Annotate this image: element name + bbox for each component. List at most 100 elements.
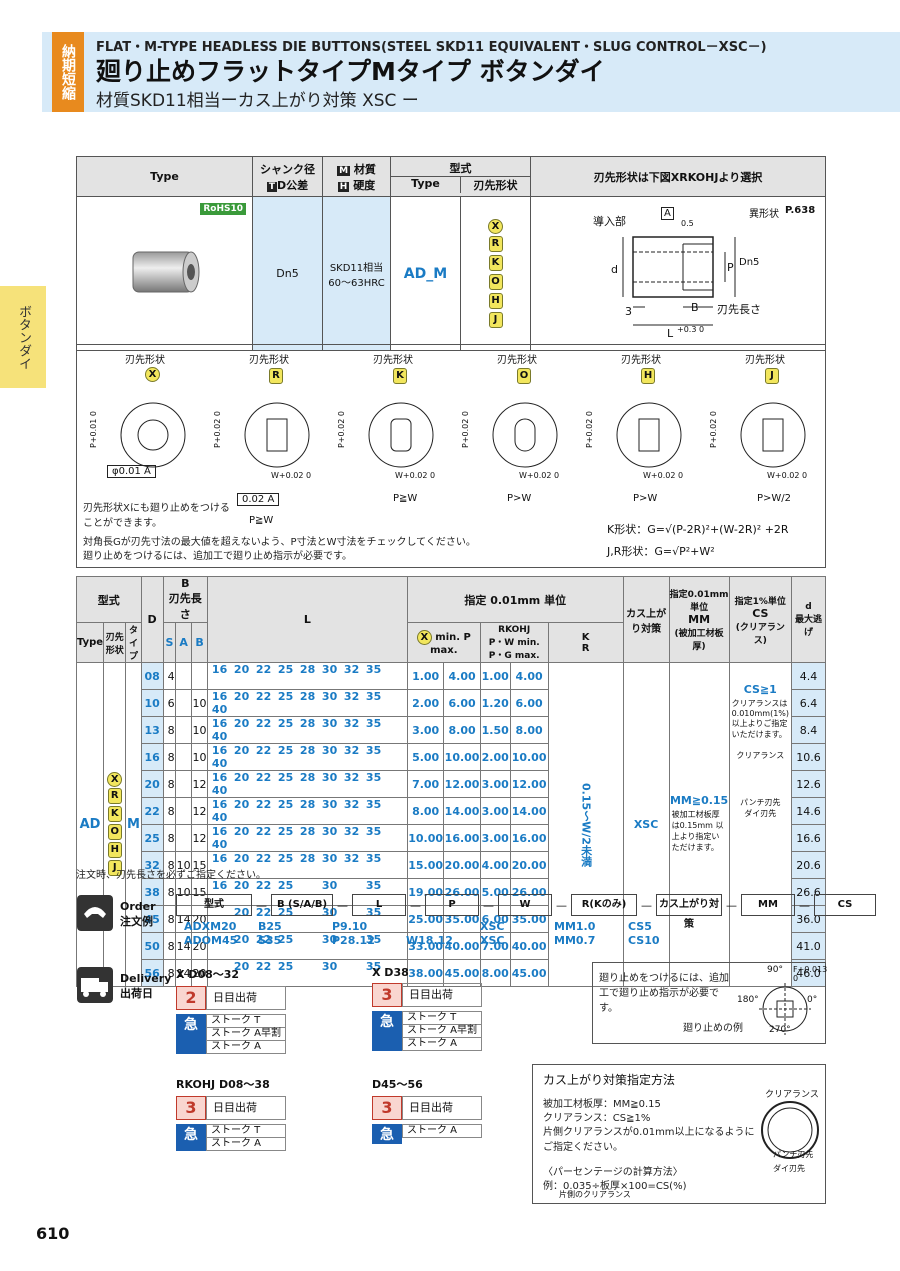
- l-value: 40: [211, 811, 228, 824]
- shape-w-dimension: W+0.02 0: [767, 471, 808, 480]
- type-value: AD_M: [390, 196, 461, 351]
- size-footnote: 注文時、刃先長さを必ずご指定ください。: [76, 870, 266, 881]
- l-value: 32: [343, 798, 360, 811]
- delivery-text: 日目出荷: [206, 986, 286, 1010]
- order-value: XSC: [480, 934, 505, 947]
- l-value: 16: [211, 663, 228, 676]
- l-value: 20: [233, 717, 250, 730]
- type-m-cell: M: [125, 662, 142, 987]
- order-value: XSC: [480, 920, 505, 933]
- delivery-text: 日目出荷: [402, 983, 482, 1007]
- order-label: Order 注文例: [76, 894, 156, 934]
- a-value: [175, 689, 193, 717]
- shape-p-dimension: P+0.02 0: [461, 411, 470, 448]
- r-condition: P≧W: [249, 515, 274, 526]
- side-tab-button-die[interactable]: ボタンダイ: [0, 286, 46, 388]
- l-value: 16: [211, 879, 228, 892]
- rotation-example-drawing: [759, 983, 811, 1035]
- shape-code-k: K: [488, 254, 503, 271]
- xmin-value: 10.00: [406, 824, 445, 852]
- pwmin-value: 8.00: [479, 959, 511, 987]
- pgmax-value: 6.00: [509, 689, 549, 717]
- l-value: 25: [277, 771, 294, 784]
- pgmax-value: 8.00: [509, 716, 549, 744]
- pwmin-value: 4.00: [479, 851, 511, 879]
- shape-code-badge: R: [269, 368, 283, 384]
- l-value: 35: [365, 690, 382, 703]
- order-header-cell: カス上がり対策: [656, 894, 722, 930]
- l-value: 20: [233, 825, 250, 838]
- l-value: 25: [277, 825, 294, 838]
- l-value: 32: [343, 717, 360, 730]
- shape-label: 刃先形状: [621, 355, 661, 366]
- express-icon: 急: [176, 1014, 206, 1054]
- pgmax-value: 4.00: [509, 662, 549, 690]
- b-value: 10: [191, 743, 208, 771]
- shape-label: 刃先形状: [125, 355, 165, 366]
- l-value: 25: [277, 879, 294, 892]
- l-value: 28: [299, 744, 316, 757]
- shape-code-o: O: [488, 273, 503, 290]
- shape-label: 刃先形状: [249, 355, 289, 366]
- xmax-value: 6.00: [443, 689, 481, 717]
- material-header: M 材質 H 硬度: [322, 156, 391, 197]
- dmax-value: 20.6: [791, 851, 826, 879]
- d-value: 08: [140, 662, 164, 690]
- l-value: 20: [233, 960, 250, 973]
- b-value: 10: [191, 689, 208, 717]
- b-value: 20: [191, 932, 208, 960]
- express-option: ストーク A: [402, 1038, 482, 1051]
- l-value: 35: [365, 744, 382, 757]
- xmin-value: 2.00: [406, 689, 445, 717]
- o-condition: P>W: [507, 493, 532, 504]
- shape-p-dimension: P+0.02 0: [585, 411, 594, 448]
- rohs-badge: RoHS10: [200, 203, 246, 215]
- d-value: 32: [140, 851, 164, 879]
- l-value: 32: [343, 690, 360, 703]
- truck-icon: [77, 967, 113, 1003]
- delivery-days: 3: [372, 1096, 402, 1120]
- english-title: FLAT・M-TYPE HEADLESS DIE BUTTONS(STEEL S…: [96, 40, 767, 55]
- material-icon: M: [337, 165, 351, 176]
- express-option: ストーク A: [402, 1125, 482, 1138]
- l-value: 35: [365, 960, 382, 973]
- shape-o-tag: O: [107, 824, 122, 840]
- l-value: 22: [255, 852, 272, 865]
- rotation-box: 廻り止めをつけるには、追加工で廻り止め指示が必要です。 廻り止めの例 90° F…: [592, 962, 827, 1044]
- l-value: 20: [233, 744, 250, 757]
- delivery-title: D45～56: [372, 1078, 423, 1091]
- l-value: 32: [343, 852, 360, 865]
- phone-icon: [77, 895, 113, 931]
- b-value: [191, 662, 208, 690]
- l-value: 35: [365, 852, 382, 865]
- pwmin-value: 6.00: [479, 905, 511, 933]
- express-option: ストーク A: [206, 1041, 286, 1054]
- pwmin-value: 1.20: [479, 689, 511, 717]
- xmax-value: 40.00: [443, 932, 481, 960]
- order-value: CS5: [628, 920, 652, 933]
- express-option: ストーク A早割: [206, 1028, 286, 1041]
- express-option: ストーク A: [206, 1138, 286, 1151]
- express-option: ストーク T: [206, 1015, 286, 1028]
- xmin-value: 1.00: [406, 662, 445, 690]
- b-value: 12: [191, 797, 208, 825]
- order-header-cell: 型式: [176, 894, 252, 916]
- k-condition: P≧W: [393, 493, 418, 504]
- shank-tol-icon: T: [266, 181, 277, 192]
- b-value: 12: [191, 824, 208, 852]
- order-header-cell: CS: [814, 894, 876, 916]
- xmax-value: 14.00: [443, 797, 481, 825]
